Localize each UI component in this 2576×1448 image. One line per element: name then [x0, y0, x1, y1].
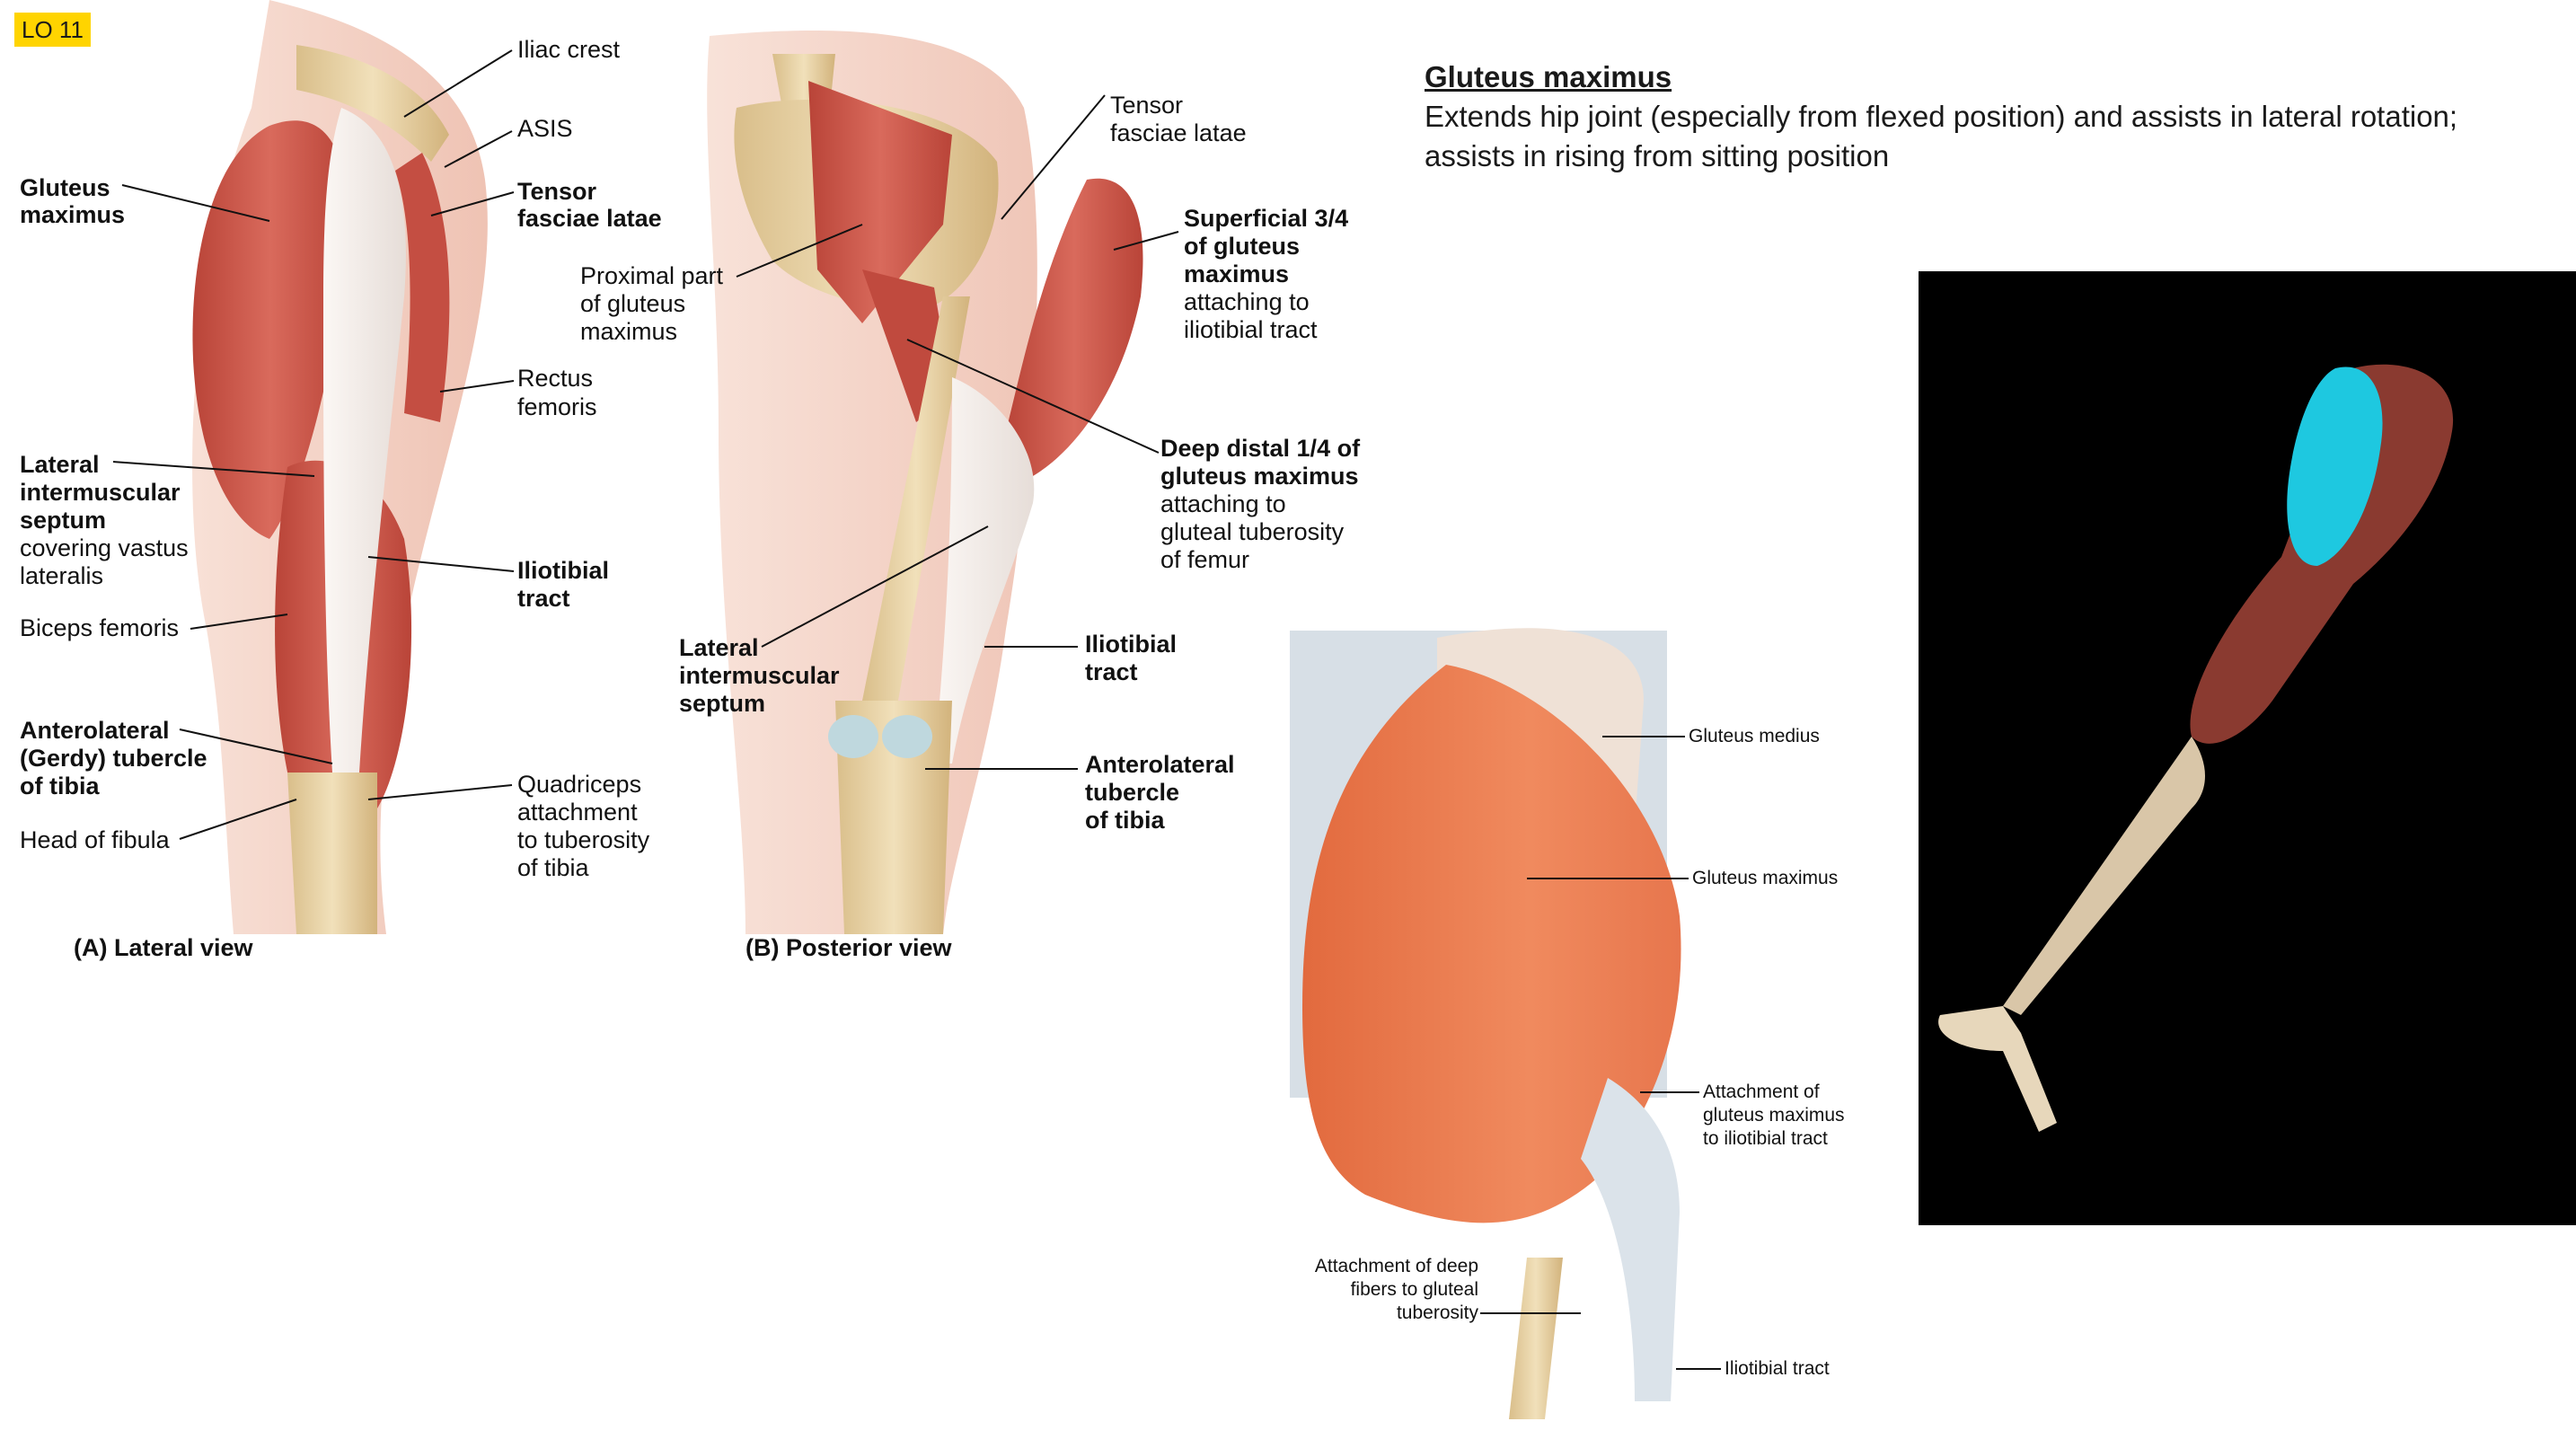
label-sup-line4: attaching to	[1184, 288, 1310, 315]
label-sup-line5: iliotibial tract	[1184, 316, 1318, 343]
lo-badge: LO 11	[14, 13, 91, 47]
posterior-gluteus-maximus-proximal	[808, 81, 952, 323]
label-post-it-line1: Iliotibial	[1085, 631, 1177, 658]
label-tfl-line2: fasciae latae	[517, 205, 662, 232]
posterior-view-illustration	[707, 30, 1143, 934]
label-gluteus-line1: Gluteus	[20, 174, 110, 201]
label-detail-deep-line1: Attachment of deep	[1315, 1256, 1478, 1276]
label-detail-att-line3: to iliotibial tract	[1703, 1128, 1828, 1149]
model-gluteus-maximus-highlight	[2287, 366, 2383, 566]
label-post-it-line2: tract	[1085, 658, 1138, 685]
posterior-iliotibial-tract	[934, 377, 1035, 764]
model-3d-panel	[1919, 271, 2576, 1225]
label-detail-it: Iliotibial tract	[1725, 1358, 1830, 1379]
muscle-title: Gluteus maximus	[1425, 60, 1672, 93]
label-prox-line1: Proximal part	[580, 262, 724, 289]
lateral-iliotibial-tract	[323, 108, 406, 773]
detail-gluteus-maximus	[1302, 665, 1681, 1223]
label-iliac-crest: Iliac crest	[517, 36, 621, 63]
label-rectus-line2: femoris	[517, 393, 597, 420]
label-prox-line3: maximus	[580, 318, 677, 345]
label-tub-line2: tubercle	[1085, 779, 1179, 806]
label-deep-line2: gluteus maximus	[1160, 463, 1359, 490]
model-foot	[1938, 1006, 2057, 1132]
lateral-knee-bones	[287, 773, 377, 934]
label-biceps-femoris: Biceps femoris	[20, 614, 179, 641]
label-deep-line5: of femur	[1160, 546, 1249, 573]
label-tub-line1: Anterolateral	[1085, 751, 1235, 778]
detail-femur	[1509, 1258, 1563, 1419]
label-quad-line1: Quadriceps	[517, 771, 641, 798]
label-deep-line1: Deep distal 1/4 of	[1160, 435, 1361, 462]
lateral-pelvis	[296, 45, 449, 162]
label-lis-line2: intermuscular	[20, 479, 181, 506]
model-lower-leg	[2003, 737, 2205, 1015]
label-detail-deep-line2: fibers to gluteal	[1351, 1279, 1478, 1300]
label-lis-line1: Lateral	[20, 451, 100, 478]
detail-view-labels: Gluteus medius Gluteus maximus Attachmen…	[1315, 726, 1845, 1379]
label-post-lis-line1: Lateral	[679, 634, 759, 661]
label-head-of-fibula: Head of fibula	[20, 826, 171, 853]
label-asis: ASIS	[517, 115, 573, 142]
lateral-view-leaders	[112, 49, 515, 840]
label-sup-line1: Superficial 3/4	[1184, 205, 1348, 232]
label-deep-line3: attaching to	[1160, 490, 1286, 517]
label-deep-line4: gluteal tuberosity	[1160, 518, 1345, 545]
detail-iliotibial-tract	[1581, 1078, 1680, 1401]
caption-posterior-view: (B) Posterior view	[745, 934, 953, 961]
caption-lateral-view: (A) Lateral view	[74, 934, 254, 961]
posterior-view-leaders	[736, 94, 1179, 770]
label-post-tfl-line2: fasciae latae	[1110, 119, 1247, 146]
label-detail-att-line1: Attachment of	[1703, 1082, 1820, 1102]
label-lis-line4: covering vastus	[20, 534, 189, 561]
label-lis-line5: lateralis	[20, 562, 103, 589]
label-sup-line2: of gluteus	[1184, 233, 1300, 260]
label-rectus-line1: Rectus	[517, 365, 593, 392]
label-detail-maximus: Gluteus maximus	[1692, 868, 1838, 888]
heading-block: Gluteus maximus Extends hip joint (espec…	[1425, 57, 2502, 176]
label-tfl-line1: Tensor	[517, 178, 597, 205]
detail-view-illustration	[1290, 628, 1681, 1419]
label-gerdy-line1: Anterolateral	[20, 717, 170, 744]
lateral-view-illustration	[192, 0, 488, 934]
lateral-tensor-fasciae-latae	[395, 153, 450, 422]
label-post-lis-line3: septum	[679, 690, 765, 717]
posterior-gluteus-maximus-reflected	[1006, 178, 1143, 477]
lateral-view-labels: Iliac crest ASIS Gluteus maximus Tensor …	[20, 36, 662, 961]
posterior-femoral-condyle-right	[882, 715, 932, 758]
label-gerdy-line3: of tibia	[20, 773, 100, 799]
label-tub-line3: of tibia	[1085, 807, 1165, 834]
label-it-line1: Iliotibial	[517, 557, 609, 584]
label-it-line2: tract	[517, 585, 570, 612]
label-quad-line3: to tuberosity	[517, 826, 650, 853]
muscle-description: Extends hip joint (especially from flexe…	[1425, 100, 2458, 172]
posterior-femoral-condyle-left	[828, 715, 878, 758]
label-lis-line3: septum	[20, 507, 106, 534]
label-detail-att-line2: gluteus maximus	[1703, 1105, 1845, 1126]
posterior-knee-bones	[835, 701, 952, 934]
label-quad-line2: attachment	[517, 799, 638, 826]
label-post-tfl-line1: Tensor	[1110, 92, 1183, 119]
label-gerdy-line2: (Gerdy) tubercle	[20, 745, 207, 772]
lateral-gluteus-maximus	[192, 120, 348, 540]
label-detail-medius: Gluteus medius	[1689, 726, 1820, 746]
label-sup-line3: maximus	[1184, 260, 1289, 287]
detail-view-leaders	[1480, 736, 1721, 1370]
posterior-view-labels: Tensor fasciae latae Proximal part of gl…	[580, 92, 1361, 961]
label-detail-deep-line3: tuberosity	[1397, 1302, 1479, 1323]
posterior-femur	[862, 296, 970, 701]
label-post-lis-line2: intermuscular	[679, 662, 840, 689]
label-gluteus-line2: maximus	[20, 201, 125, 228]
label-prox-line2: of gluteus	[580, 290, 685, 317]
label-quad-line4: of tibia	[517, 854, 590, 881]
